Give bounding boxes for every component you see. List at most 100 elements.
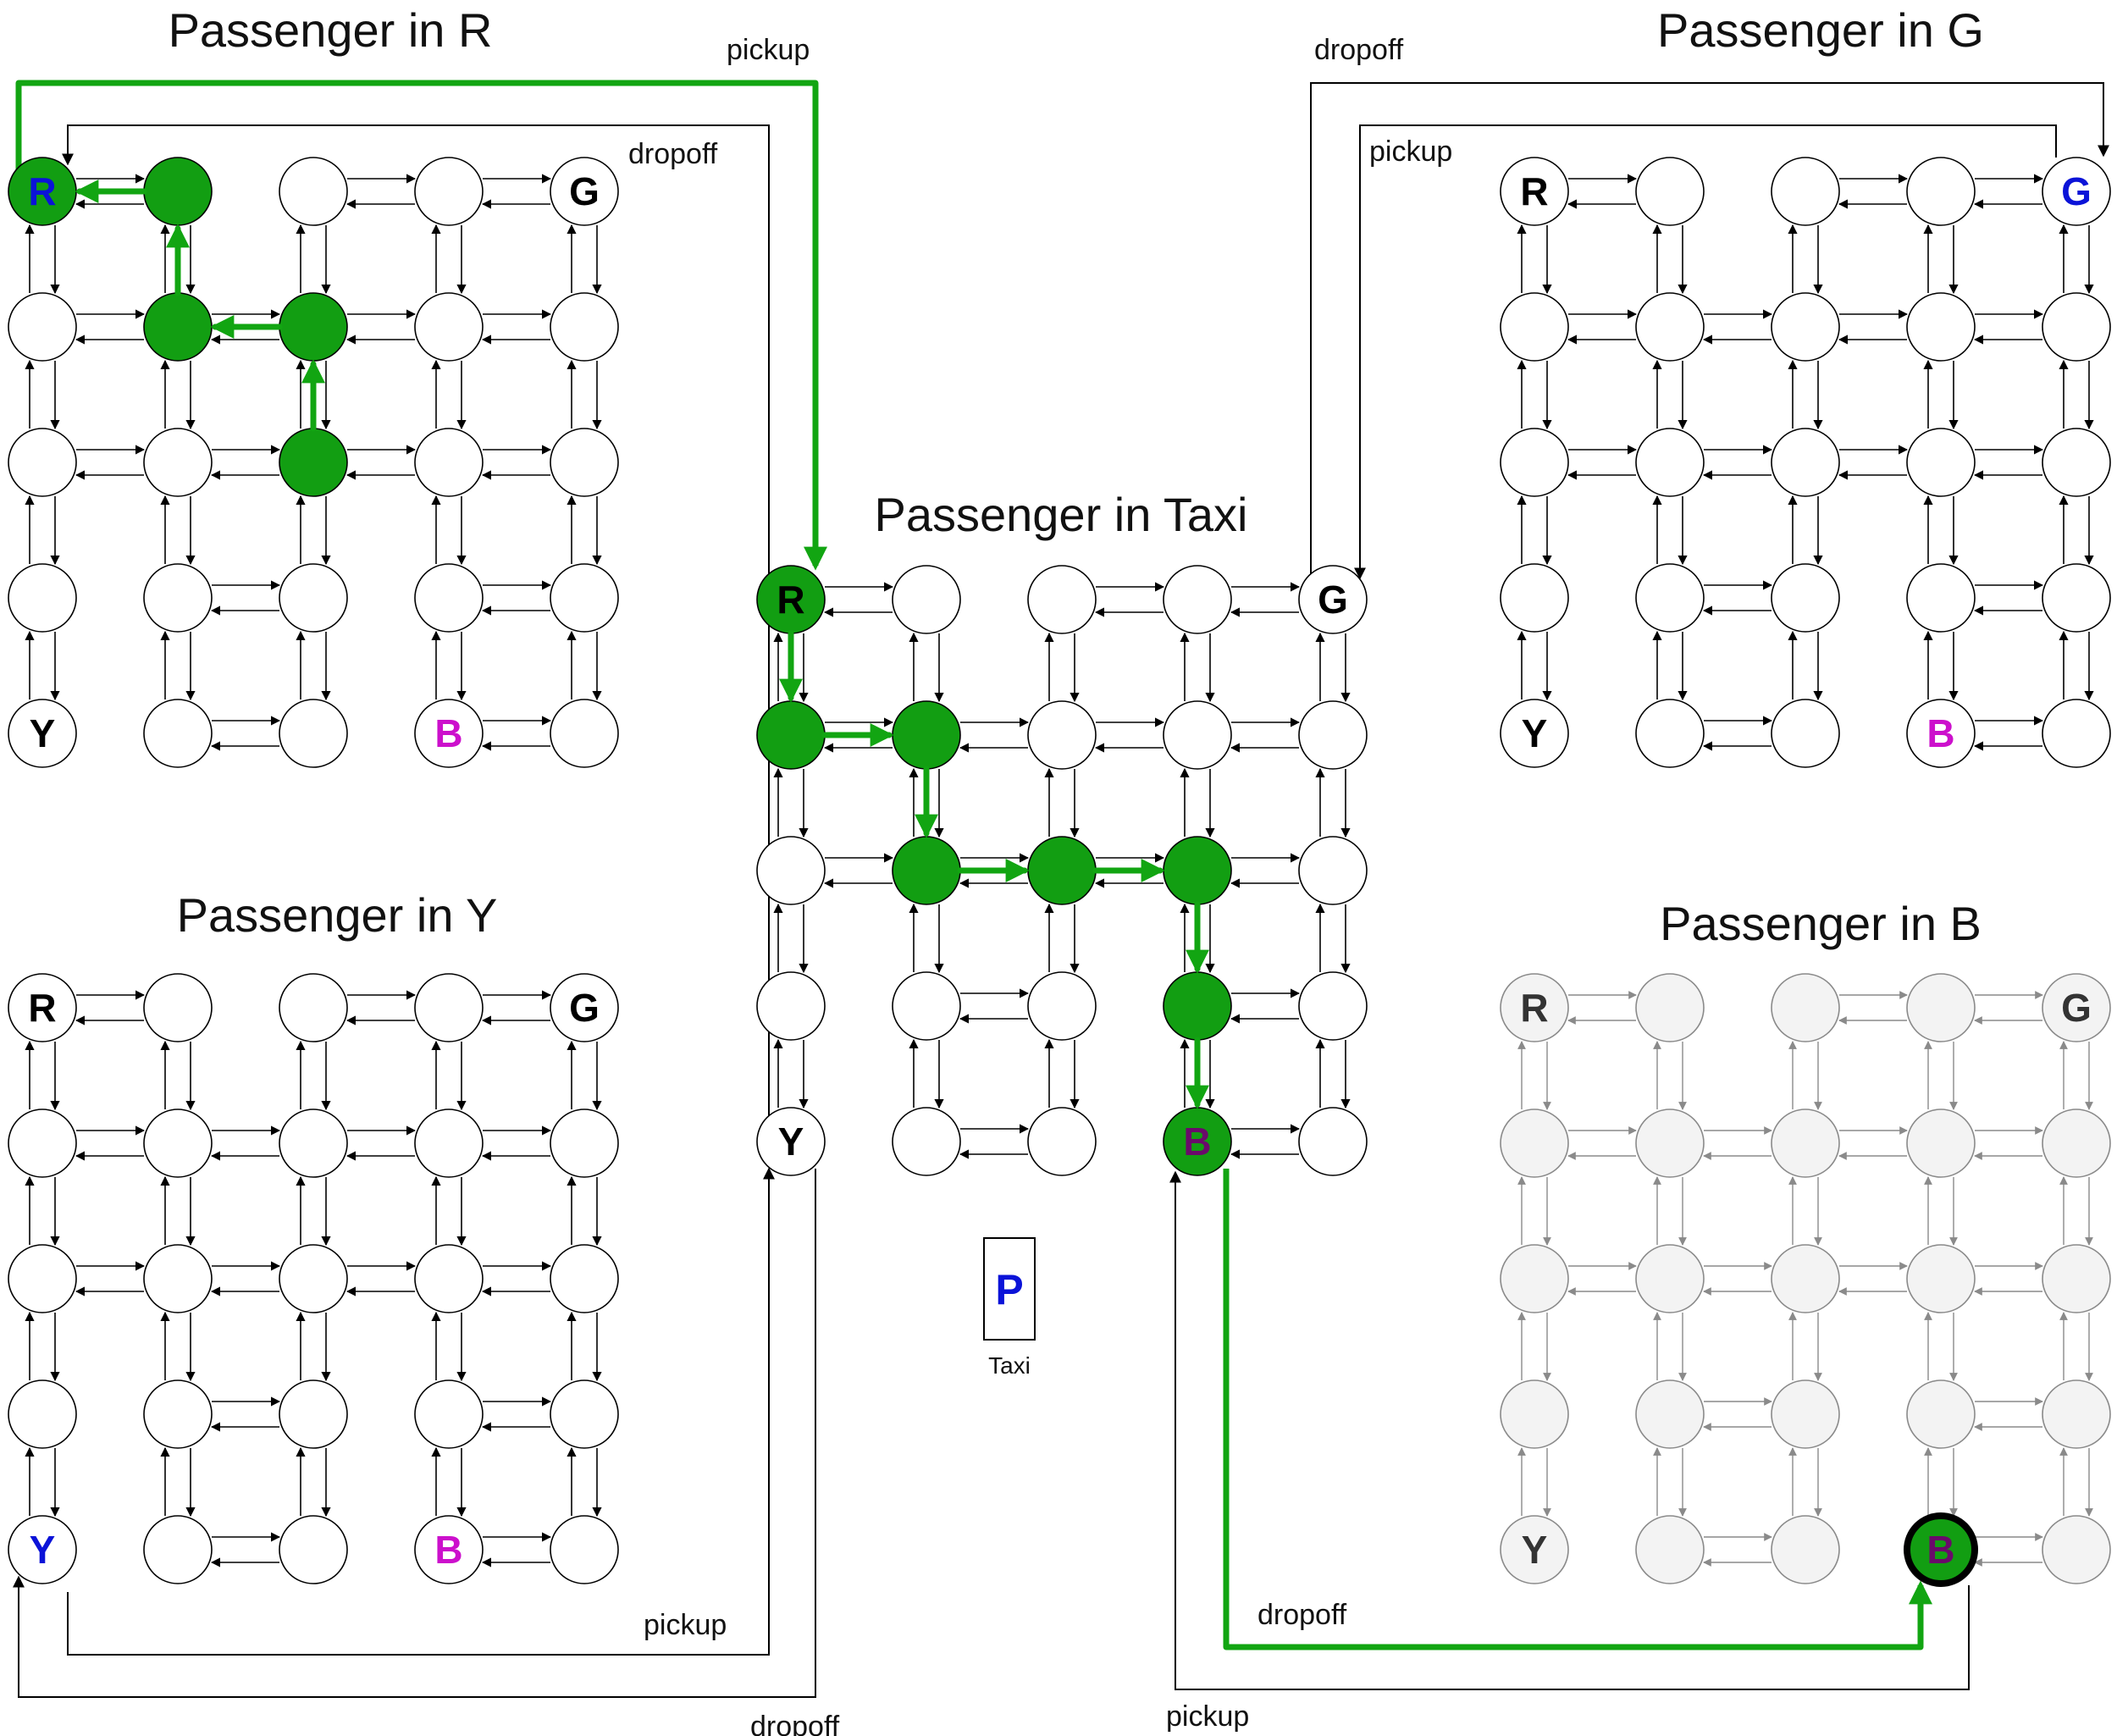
- connector-r-pickup: [15, 80, 827, 571]
- grid-node: [1500, 563, 1569, 633]
- grid-node: [1500, 1379, 1569, 1449]
- grid-node: [8, 428, 77, 497]
- grid-node: [1635, 428, 1705, 497]
- grid-node: [892, 700, 961, 770]
- grid-node: [279, 699, 348, 768]
- node-label-b: B: [1926, 711, 1954, 755]
- node-y: [1500, 699, 1569, 768]
- grid-node: [1771, 428, 1840, 497]
- node-g: [2042, 157, 2111, 226]
- grid-edges: [773, 582, 1351, 1159]
- panel-title-r: Passenger in R: [169, 3, 493, 57]
- grid-node: [1906, 563, 1976, 633]
- grid-node: [550, 699, 619, 768]
- node-label-y: Y: [1522, 711, 1548, 755]
- node-label-g: G: [2061, 986, 2092, 1030]
- grid-node: [1635, 973, 1705, 1042]
- connector-b-pickup: [1169, 1170, 1970, 1690]
- grid-node: [279, 1108, 348, 1178]
- grid-node: [1635, 1244, 1705, 1313]
- grid-node: [1500, 292, 1569, 362]
- grid-node: [279, 563, 348, 633]
- node-b: [1906, 699, 1976, 768]
- grid-node: [279, 1515, 348, 1584]
- grid-node: [1500, 428, 1569, 497]
- grid-node: [550, 292, 619, 362]
- grid-node: [414, 1379, 484, 1449]
- grid-node: [1163, 565, 1232, 634]
- grid-node: [1906, 973, 1976, 1042]
- node-r: [1500, 973, 1569, 1042]
- grid-node: [1906, 428, 1976, 497]
- panel-title-taxi: Passenger in Taxi: [875, 488, 1248, 541]
- grid-node: [1771, 1515, 1840, 1584]
- grid-node: [1027, 836, 1097, 905]
- grid-node: [1771, 157, 1840, 226]
- connector-y-dropoff-label: dropoff: [750, 1711, 840, 1736]
- node-label-y: Y: [30, 711, 56, 755]
- grid-node: [892, 971, 961, 1041]
- grid-node: [143, 973, 213, 1042]
- grid-node: [550, 1108, 619, 1178]
- node-label-b: B: [434, 711, 462, 755]
- connector-g-pickup: [1354, 124, 2057, 580]
- grid-node: [1500, 1108, 1569, 1178]
- grid-node: [279, 157, 348, 226]
- grid-node: [2042, 428, 2111, 497]
- grid-node: [1635, 1379, 1705, 1449]
- grid-node: [1906, 1244, 1976, 1313]
- grid-node: [1635, 699, 1705, 768]
- route-path: [75, 180, 325, 432]
- node-label-r: R: [1520, 986, 1548, 1030]
- grid-node: [2042, 699, 2111, 768]
- connector-g-dropoff: [1310, 82, 2109, 576]
- grid-node: [1500, 1244, 1569, 1313]
- connector-y-dropoff: [13, 1169, 816, 1698]
- node-label-r: R: [28, 986, 56, 1030]
- grid-node: [279, 1244, 348, 1313]
- grid-node: [1906, 292, 1976, 362]
- node-y: [8, 1515, 77, 1584]
- node-label-b: B: [1926, 1528, 1954, 1572]
- grid-edges: [25, 990, 602, 1567]
- node-r: [8, 973, 77, 1042]
- grid-node: [1771, 699, 1840, 768]
- grid-node: [279, 973, 348, 1042]
- grid-node: [1298, 700, 1368, 770]
- grid-node: [1635, 563, 1705, 633]
- grid-node: [2042, 1515, 2111, 1584]
- node-y: [8, 699, 77, 768]
- grid-node: [1771, 1379, 1840, 1449]
- connector-y-pickup-label: pickup: [644, 1609, 727, 1641]
- node-y: [756, 1107, 826, 1176]
- grid-node: [279, 428, 348, 497]
- connector-r-pickup-label: pickup: [727, 34, 810, 66]
- grid-node: [1163, 700, 1232, 770]
- grid-node: [1635, 1515, 1705, 1584]
- node-b: [1904, 1512, 1978, 1587]
- grid-node: [550, 1515, 619, 1584]
- node-label-y: Y: [30, 1528, 56, 1572]
- grid-node: [1027, 700, 1097, 770]
- grid-edges: [1517, 174, 2094, 751]
- grid-node: [143, 563, 213, 633]
- grid-node: [8, 1108, 77, 1178]
- grid-node: [1906, 1108, 1976, 1178]
- grid-node: [2042, 1379, 2111, 1449]
- grid-node: [1635, 1108, 1705, 1178]
- grid-node: [279, 1379, 348, 1449]
- grid-node: [1298, 836, 1368, 905]
- grid-node: [550, 1244, 619, 1313]
- grid-node: [2042, 292, 2111, 362]
- grid-node: [1906, 1379, 1976, 1449]
- grid-node: [1298, 1107, 1368, 1176]
